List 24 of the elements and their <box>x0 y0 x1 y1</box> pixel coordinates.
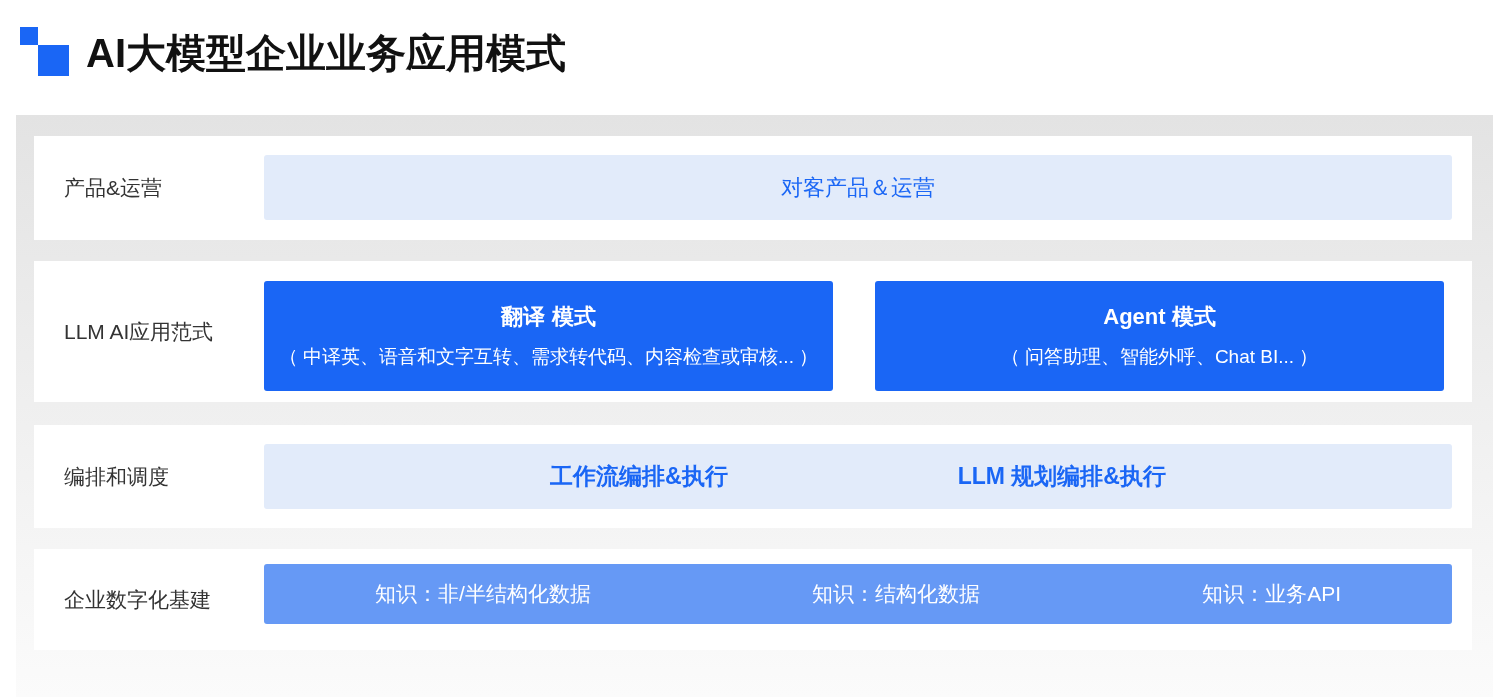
module-text: 知识：结构化数据 <box>812 581 981 607</box>
layer-band <box>34 261 1472 402</box>
layer-label: LLM AI应用范式 <box>64 318 214 345</box>
module-text: 对客产品＆运营 <box>781 173 935 202</box>
module-description: （ 问答助理、智能外呼、Chat BI... ） <box>1000 345 1319 369</box>
layer-band <box>34 425 1472 528</box>
layer-label: 企业数字化基建 <box>64 586 211 613</box>
module-box <box>264 281 833 391</box>
title: AI大模型企业业务应用模式 <box>86 30 566 77</box>
module-description: （ 中译英、语音和文字互转、需求转代码、内容检查或审核... ） <box>278 345 819 369</box>
module-title: Agent 模式 <box>1103 303 1216 331</box>
module-box <box>264 155 1452 220</box>
module-text: LLM 规划编排&执行 <box>957 462 1166 491</box>
layer-band <box>34 136 1472 240</box>
module-title: 翻译 模式 <box>501 303 596 331</box>
module-box <box>264 444 1452 509</box>
layer-label: 编排和调度 <box>64 463 169 490</box>
module-box <box>264 564 1452 624</box>
module-text: 工作流编排&执行 <box>550 462 728 491</box>
layer-band <box>34 549 1472 650</box>
layer-label: 产品&运营 <box>64 175 162 201</box>
module-text: 知识：业务API <box>1202 581 1342 607</box>
module-box <box>875 281 1444 391</box>
module-text: 知识：非/半结构化数据 <box>374 581 591 607</box>
